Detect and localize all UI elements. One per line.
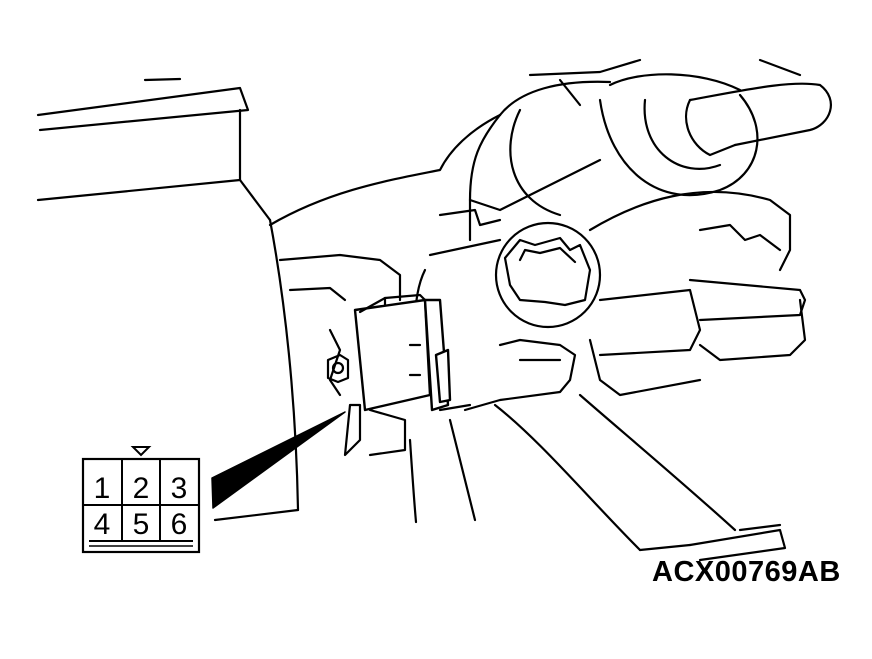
pin-label: 6	[171, 508, 188, 541]
steering-column	[268, 58, 832, 242]
switch-connector	[343, 293, 472, 457]
pin-label: 1	[94, 472, 111, 505]
callout-pointer	[211, 411, 346, 509]
pin-label: 3	[171, 472, 188, 505]
connector-terminal-face: 1 2 3 4 5 6	[81, 446, 201, 554]
pin-label: 2	[133, 472, 150, 505]
figure-code: ACX00769AB	[652, 556, 841, 588]
dashboard-panel	[36, 77, 300, 522]
column-lower-lines	[408, 393, 787, 562]
mounting-bolt-icon	[326, 353, 350, 384]
pin-label: 5	[133, 508, 150, 541]
pin-label: 4	[94, 508, 111, 541]
steering-lock-body	[278, 190, 807, 412]
